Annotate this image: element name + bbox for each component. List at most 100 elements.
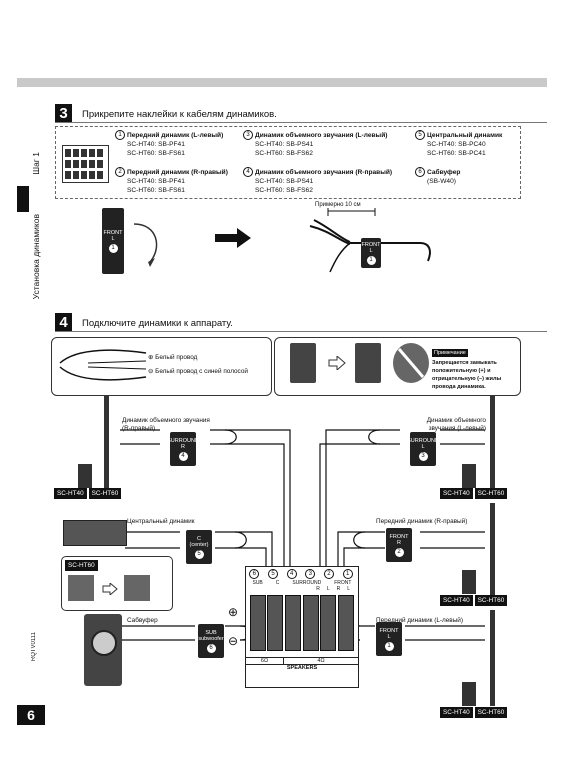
- model-ht60-badge: SC-HT60: [474, 595, 508, 606]
- item-name: Передний динамик (R-правый): [127, 168, 228, 176]
- step3-rule: [55, 122, 547, 123]
- terminal-number: 6: [249, 569, 260, 579]
- white-wire-legend: ⊕ Белый провод: [148, 354, 197, 362]
- sticker-list-box: [55, 126, 521, 199]
- tall-speaker-right-bottom: [490, 610, 495, 706]
- tag-sub: L: [421, 443, 425, 450]
- tag-subwoofer: SUB (subwoofer) 6: [196, 624, 226, 658]
- tag-surround-r: SURROUND R 4: [167, 432, 199, 466]
- item-model-ht60: SC-HT60: SB-FS61: [127, 187, 185, 194]
- model-ht60-badge: SC-HT60: [88, 488, 122, 499]
- lr-label: R: [316, 586, 320, 592]
- model-ht60-badge: SC-HT60: [474, 707, 508, 718]
- wire-illustration: [59, 349, 147, 381]
- terminal-slot: [249, 595, 266, 651]
- terminal-number: 2: [323, 569, 334, 579]
- step4-rule: [55, 331, 547, 332]
- group-label: C: [275, 580, 280, 586]
- tag-text: FRONT: [389, 533, 409, 540]
- page-number: 6: [17, 705, 45, 725]
- ohm-right: 4Ω: [317, 658, 325, 664]
- step4-title: Подключите динамики к аппарату.: [82, 318, 233, 329]
- sticker-text: FRONT: [361, 241, 381, 248]
- ohm-left: 6Ω: [246, 658, 284, 664]
- center-speaker-image: [63, 520, 127, 546]
- cable-illustration: [309, 208, 431, 273]
- tall-speaker-right-mid: [490, 503, 495, 595]
- panel-group-labels: SUB C SURROUND FRONT: [246, 580, 358, 586]
- step4-number: 4: [55, 313, 72, 332]
- tall-speaker-right-top: [490, 396, 495, 488]
- outline-arrow-icon: [328, 356, 346, 370]
- item-model-ht60: SC-HT60: SB-FS61: [127, 150, 185, 157]
- plus-sign: ⊕: [148, 354, 154, 361]
- tag-center: C (center) 5: [186, 530, 212, 564]
- front-l-label: Передний динамик (L-левый): [376, 617, 463, 624]
- sticker-sub: L: [111, 235, 115, 242]
- small-speaker-left-top: [78, 464, 92, 488]
- tag-text: SURROUND: [407, 437, 439, 444]
- subwoofer-image: [84, 614, 122, 686]
- group-label: SUB: [252, 580, 263, 586]
- item-model-ht60: SC-HT60: SB-PC41: [427, 150, 486, 157]
- lr-label: L: [347, 586, 350, 592]
- tag-sub: R: [397, 539, 401, 546]
- side-tab: [17, 186, 29, 212]
- panel-lr-labels: R L R L: [246, 586, 358, 592]
- tag-surround-l: SURROUND L 3: [407, 432, 439, 466]
- sticker-sheet: [62, 145, 109, 183]
- lr-label: R: [336, 586, 341, 592]
- tag-front-l: FRONT L 1: [376, 622, 402, 656]
- item-model-ht40: SC-HT40: SB-PS41: [255, 178, 314, 185]
- item-name: Динамик объемного звучания (R-правый): [255, 168, 393, 176]
- short-circuit-warning-icon: [393, 343, 429, 383]
- tag-front-r: FRONT R 2: [386, 528, 412, 562]
- front-r-label: Передний динамик (R-правый): [376, 518, 468, 525]
- model-ht40-badge: SC-HT40: [440, 488, 473, 499]
- item-name: Динамик объемного звучания (L-левый): [255, 131, 388, 139]
- inset-arrow-icon: [102, 583, 118, 595]
- lr-label: L: [326, 586, 330, 592]
- sticker-on-cable: FRONT L 1: [361, 238, 381, 268]
- minus-sign: ⊖: [148, 368, 154, 375]
- model-ht40-badge: SC-HT40: [54, 488, 87, 499]
- item-name: Центральный динамик: [427, 131, 503, 139]
- terminal-slot: [285, 595, 302, 651]
- models-front-l: SC-HT40 SC-HT60: [440, 707, 508, 718]
- terminal-number: 3: [305, 569, 316, 579]
- surround-l-label: Динамик объемного звучания (L-левый): [426, 417, 486, 432]
- sticker-text: FRONT: [103, 229, 123, 236]
- wire-legend-box: [51, 337, 272, 396]
- model-ht40-badge: SC-HT40: [440, 707, 473, 718]
- small-speaker-right-mid: [462, 570, 476, 594]
- sticker-num: 1: [108, 243, 118, 253]
- header-bar: [17, 78, 547, 87]
- tag-sub: (center): [189, 541, 209, 548]
- center-inset-box: SC-HT60: [61, 556, 173, 611]
- inset-terminal-open: [68, 575, 94, 601]
- models-surround-r: SC-HT40 SC-HT60: [54, 488, 122, 499]
- terminal-slot: [302, 595, 319, 651]
- terminal-box: [274, 337, 521, 396]
- terminal-slot: [338, 595, 355, 651]
- models-surround-l: SC-HT40 SC-HT60: [440, 488, 508, 499]
- models-front-r: SC-HT40 SC-HT60: [440, 595, 508, 606]
- small-speaker-right-top: [462, 464, 476, 488]
- step3-title: Прикрепите наклейки к кабелям динамиков.: [82, 109, 277, 120]
- small-speaker-right-bottom: [462, 682, 476, 706]
- tag-num: 2: [394, 547, 404, 557]
- tall-speaker-left-top: [104, 396, 109, 488]
- tag-text: FRONT: [379, 627, 399, 634]
- tag-sub: R: [181, 443, 185, 450]
- tag-num: 1: [384, 641, 394, 651]
- group-label: FRONT: [334, 580, 352, 586]
- panel-terminals: [246, 595, 358, 651]
- model-ht60-badge: SC-HT60: [474, 488, 508, 499]
- note-title: Примечание: [432, 349, 468, 357]
- curl-arrow: [133, 223, 158, 267]
- model-ht40-badge: SC-HT40: [440, 595, 473, 606]
